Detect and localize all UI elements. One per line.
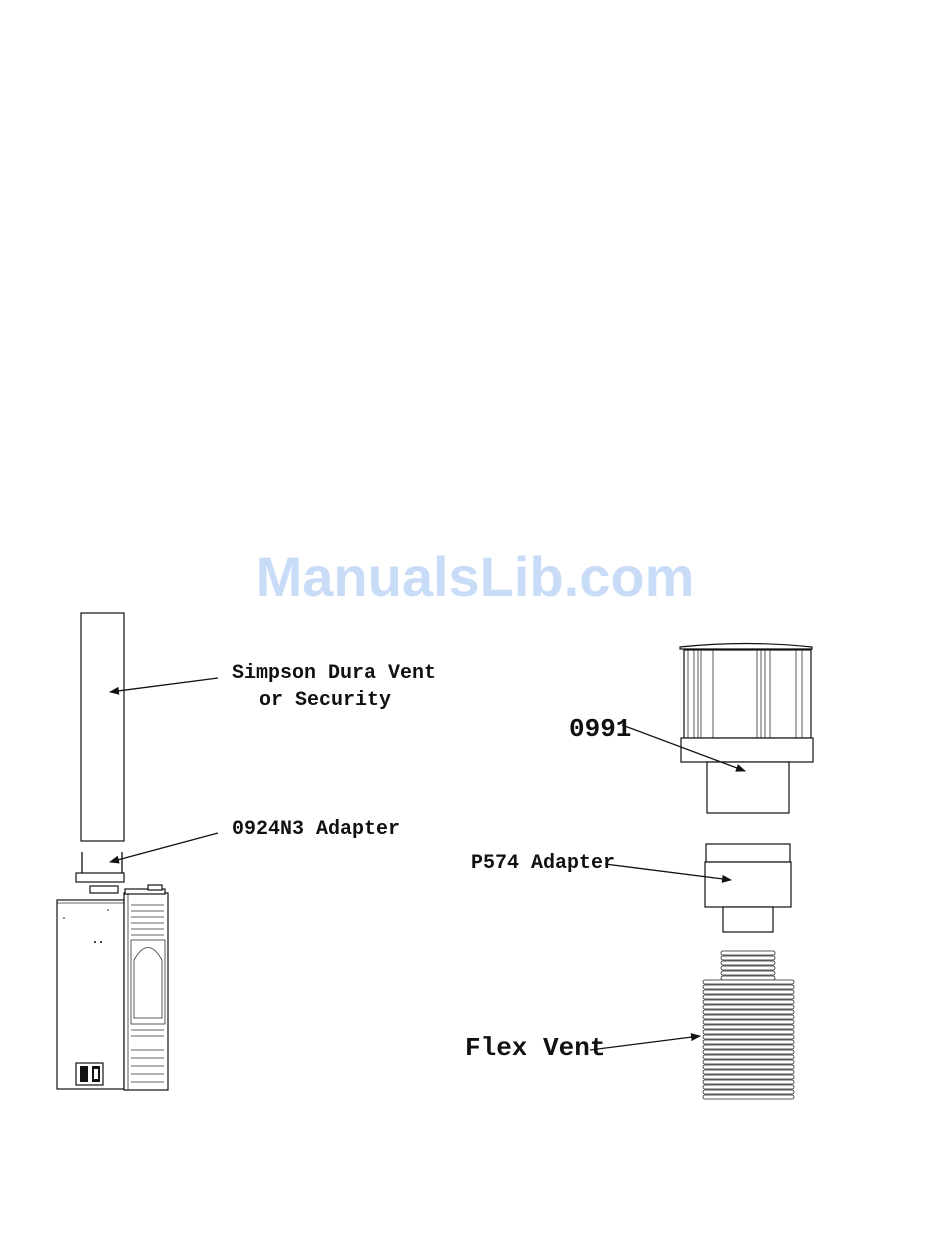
adapter-0924n3-leader-arrow — [110, 833, 218, 862]
flex-vent-rib — [703, 1075, 794, 1079]
flex-vent-rib — [703, 1020, 794, 1024]
flex-vent-rib — [703, 1015, 794, 1019]
flex-vent-rib — [721, 951, 775, 955]
flex-vent-rib — [703, 1000, 794, 1004]
flex-vent-rib — [703, 1060, 794, 1064]
simpson-label-line2: or Security — [259, 689, 391, 712]
adapter-p574-label: P574 Adapter — [471, 852, 615, 875]
simpson-vent-pipe — [81, 613, 124, 841]
flex-vent-rib — [703, 1095, 794, 1099]
flex-vent-rib — [703, 1025, 794, 1029]
adapter-0924n3-shape — [76, 852, 124, 893]
flex-vent-rib — [703, 985, 794, 989]
right-assembly — [680, 644, 813, 1100]
flex-vent-shape — [703, 951, 794, 1099]
flex-vent-rib — [703, 1005, 794, 1009]
flex-vent-rib — [721, 971, 775, 975]
water-heater-body — [57, 885, 168, 1090]
flex-vent-rib — [703, 1030, 794, 1034]
simpson-label-line1: Simpson Dura Vent — [232, 662, 436, 685]
flex-vent-rib — [703, 1050, 794, 1054]
flex-vent-rib — [721, 956, 775, 960]
flex-vent-leader-arrow — [590, 1036, 700, 1050]
flex-vent-label: Flex Vent — [465, 1033, 605, 1063]
simpson-leader-arrow — [110, 678, 218, 692]
flex-vent-rib — [703, 1040, 794, 1044]
flex-vent-rib — [703, 1085, 794, 1089]
flex-vent-rib — [703, 1090, 794, 1094]
cap-0991-shape — [680, 644, 813, 814]
flex-vent-rib — [703, 995, 794, 999]
flex-vent-rib — [721, 961, 775, 965]
adapter-0924n3-label: 0924N3 Adapter — [232, 818, 400, 841]
flex-vent-rib — [703, 1070, 794, 1074]
flex-vent-rib — [703, 1045, 794, 1049]
adapter-p574-shape — [705, 844, 791, 932]
flex-vent-rib — [721, 966, 775, 970]
part-0991-label: 0991 — [569, 714, 631, 744]
flex-vent-rib — [703, 1055, 794, 1059]
flex-vent-rib — [703, 1010, 794, 1014]
flex-vent-rib — [721, 976, 775, 980]
flex-vent-rib — [703, 980, 794, 984]
flex-vent-rib — [703, 990, 794, 994]
flex-vent-rib — [703, 1065, 794, 1069]
flex-vent-rib — [703, 1035, 794, 1039]
flex-vent-rib — [703, 1080, 794, 1084]
